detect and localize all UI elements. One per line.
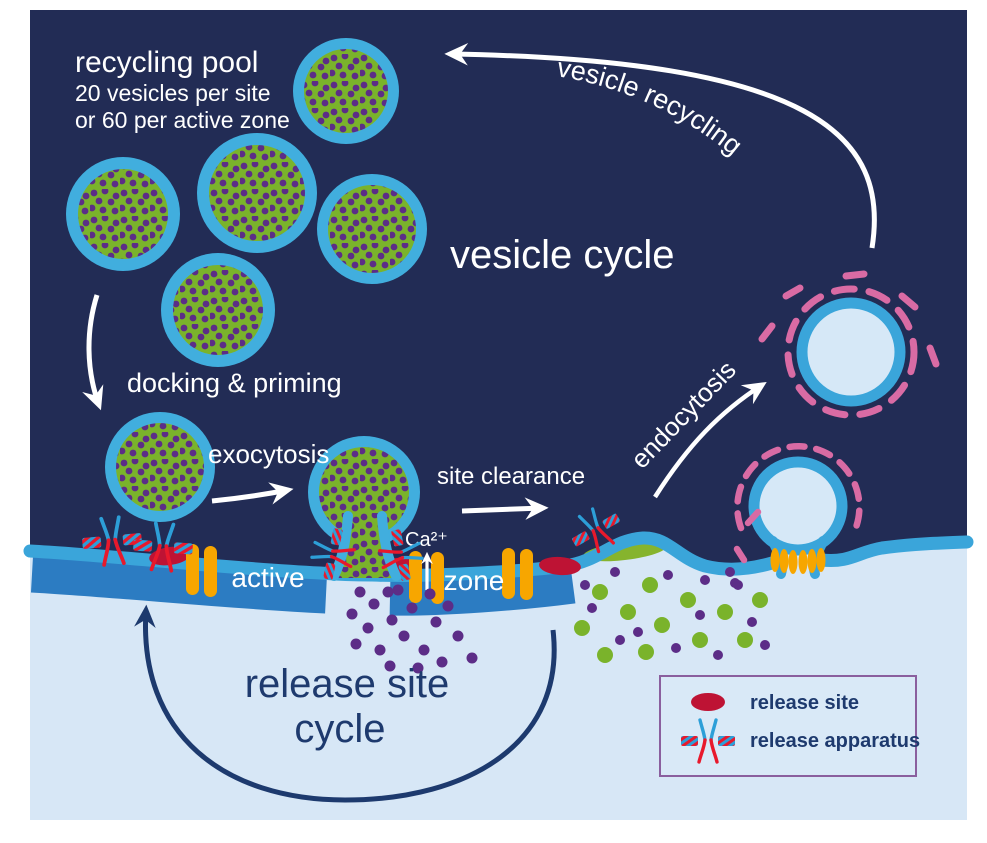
released-neurotransmitter-dots	[346, 584, 478, 674]
legend-release-apparatus-label: release apparatus	[750, 730, 920, 752]
exocytosis-arrow	[211, 482, 294, 505]
active-zone-label-zone: zone	[444, 565, 505, 596]
budding-vesicle	[734, 443, 863, 579]
active-zone-band-left	[30, 555, 327, 614]
recycling-pool-vesicle	[66, 157, 180, 271]
release-site-3	[539, 556, 581, 576]
stray-clathrin-dashes	[758, 270, 940, 368]
endocytosis-arrow	[653, 381, 767, 499]
active-zone-label-active: active	[231, 562, 304, 593]
release-site-cycle-line1: release site	[245, 662, 450, 706]
site-clearance-label: site clearance	[437, 463, 585, 490]
fusing-vesicle	[308, 436, 420, 581]
legend: release site release apparatus	[659, 675, 920, 777]
cleared-site-debris-dots	[574, 567, 770, 663]
diagram-title: vesicle cycle	[450, 233, 675, 277]
clathrin-coat-dashes	[734, 443, 863, 534]
calcium-channel-pair-3	[502, 548, 533, 600]
calcium-channel-pair-1	[186, 544, 217, 597]
recycling-pool-title: recycling pool	[75, 46, 258, 79]
recycling-pool-line2: or 60 per active zone	[75, 107, 290, 133]
clathrin-coat-dashes	[784, 285, 918, 419]
site-clearance-arrow	[461, 497, 549, 520]
release-site-cycle-arrow	[134, 604, 557, 803]
exocytosis-label: exocytosis	[208, 439, 329, 469]
release-site-icon	[691, 693, 725, 711]
release-site-cycle-line2: cycle	[294, 707, 385, 751]
docking-priming-label: docking & priming	[127, 368, 342, 398]
docking-arrow	[82, 294, 104, 411]
recycling-pool-vesicle	[197, 133, 317, 253]
docked-vesicle	[105, 412, 215, 522]
stray-clathrin-dashes	[733, 508, 762, 564]
recycling-pool-vesicle	[317, 174, 427, 284]
recycling-pool-vesicle	[161, 253, 275, 367]
neck-protein-ovals	[770, 548, 826, 574]
recycling-pool-vesicle	[293, 38, 399, 144]
plasma-membrane	[23, 531, 974, 582]
vesicle-recycling-arrow	[444, 43, 877, 249]
legend-release-site-label: release site	[750, 692, 859, 714]
uncoating-vesicle	[758, 270, 940, 419]
recycling-pool-line1: 20 vesicles per site	[75, 80, 271, 106]
